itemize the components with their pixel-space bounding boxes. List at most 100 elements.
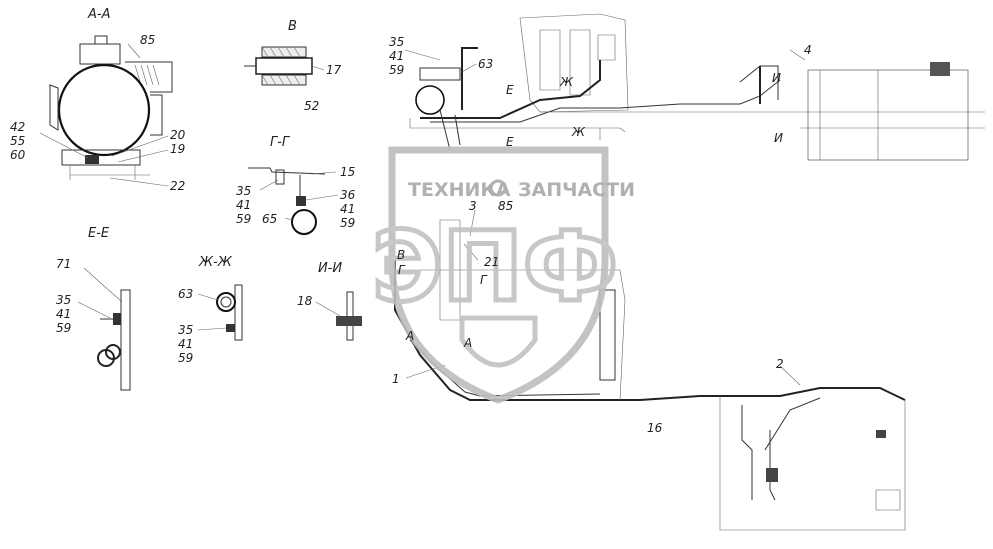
- aa-side-plate: [49, 84, 59, 131]
- section-aa-title: А-А: [87, 7, 110, 22]
- fuel-tank: [807, 69, 969, 161]
- label-18: 18: [297, 294, 313, 308]
- marker-zh-upper: Ж: [559, 75, 574, 89]
- ee-plate: [120, 289, 131, 391]
- gg-nut: [296, 196, 306, 206]
- ee-leader-35: [77, 301, 111, 319]
- ee-leader-71: [83, 267, 123, 303]
- ii-clamp: [336, 316, 362, 326]
- label-59: 59: [178, 351, 193, 365]
- gg-bolt-left: [275, 169, 285, 185]
- label-60: 60: [10, 148, 26, 162]
- marker-v: В: [397, 248, 405, 262]
- aa-cap: [94, 35, 108, 45]
- engine-outline: [410, 269, 626, 401]
- aa-bracket-top: [79, 43, 121, 65]
- aa-arm: [125, 61, 173, 93]
- marker-e-upper: Е: [506, 83, 514, 97]
- label-3: 3: [469, 199, 477, 213]
- label-41: 41: [340, 202, 355, 216]
- section-gg: Г-Г 15 35 41 59 36 41 59 65: [236, 135, 356, 235]
- watermark-line1: ТЕХНИКА: [408, 179, 511, 201]
- v-leader-17: [311, 65, 325, 71]
- main-leader-63: [461, 63, 477, 73]
- section-zhzh-title: Ж-Ж: [198, 255, 233, 270]
- gg-pipe: [291, 209, 317, 235]
- label-22: 22: [170, 179, 185, 193]
- aa-side-plate-right: [150, 94, 163, 136]
- aa-tank: [57, 63, 151, 157]
- aa-leader-85: [127, 43, 141, 59]
- label-65: 65: [262, 212, 277, 226]
- label-59: 59: [236, 212, 251, 226]
- gg-strip: [248, 167, 326, 175]
- watermark-wheat-icon: [459, 315, 538, 368]
- label-85: 85: [140, 33, 155, 47]
- watermark-logo: ЭПФ: [372, 211, 618, 323]
- gg-leader-15: [311, 171, 337, 175]
- rear-clamp: [766, 468, 778, 482]
- label-55: 55: [10, 134, 25, 148]
- aa-leader-19: [117, 149, 169, 163]
- rear-block: [875, 489, 901, 511]
- section-gg-title: Г-Г: [270, 135, 291, 150]
- section-aa: А-А 85 42 55 60 20 19 22: [10, 7, 186, 193]
- cab-details: [539, 29, 616, 96]
- frame-rail-upper: [409, 118, 626, 140]
- zh-leader-63: [197, 293, 219, 301]
- main-labels: 35 41 59 63 4 3 85 21 2 1 16 Е Е Ж Ж И И…: [389, 35, 812, 435]
- marker-g-right: Г: [480, 273, 488, 287]
- label-41: 41: [178, 337, 193, 351]
- section-ee: Е-Е 71 35 41 59: [56, 226, 131, 391]
- zh-pipe-inner: [220, 296, 232, 308]
- tank-cap: [930, 62, 950, 76]
- aa-clamp: [85, 155, 99, 164]
- label-16: 16: [647, 421, 663, 435]
- watermark-shield: [388, 146, 609, 404]
- label-35: 35: [389, 35, 404, 49]
- filter: [415, 85, 445, 115]
- cab-outline: [519, 13, 629, 113]
- rear-fitting: [876, 430, 886, 438]
- label-35: 35: [236, 184, 251, 198]
- aa-base: [61, 149, 141, 166]
- label-36: 36: [340, 188, 356, 202]
- label-59: 59: [340, 216, 355, 230]
- zh-pipe: [216, 292, 236, 312]
- marker-i-lower: И: [774, 131, 783, 145]
- watermark-gear-icon: [489, 179, 507, 197]
- fuel-line-upper: [420, 60, 601, 119]
- label-63: 63: [478, 57, 493, 71]
- marker-g-left: Г: [398, 263, 406, 277]
- label-35: 35: [178, 323, 193, 337]
- pump-body: [599, 289, 616, 381]
- label-20: 20: [170, 128, 186, 142]
- section-ii: И-И 18: [297, 261, 362, 341]
- label-15: 15: [340, 165, 355, 179]
- label-71: 71: [56, 257, 71, 271]
- marker-a-right: А: [463, 336, 472, 350]
- gg-leader-36: [305, 194, 339, 201]
- main-leader-2: [779, 365, 801, 386]
- zh-leader-35: [197, 327, 227, 331]
- ii-leader-18: [315, 301, 341, 317]
- label-2: 2: [776, 357, 784, 371]
- main-leader-3: [469, 209, 476, 237]
- label-85: 85: [498, 199, 513, 213]
- tank-bracket: [739, 65, 779, 100]
- label-1: 1: [392, 372, 400, 386]
- marker-zh-lower: Ж: [571, 125, 586, 139]
- label-41: 41: [389, 49, 404, 63]
- v-hose: [255, 57, 313, 75]
- section-zhzh: Ж-Ж 63 35 41 59: [178, 255, 243, 365]
- main-leader-21: [463, 243, 479, 261]
- label-41: 41: [236, 198, 251, 212]
- rear-pipe-1: [741, 405, 753, 500]
- marker-e-lower: Е: [506, 135, 514, 149]
- gg-leader-65: [284, 217, 293, 221]
- zh-bolt: [226, 324, 235, 332]
- zh-plate: [234, 284, 243, 341]
- label-63: 63: [178, 287, 193, 301]
- label-59: 59: [56, 321, 71, 335]
- label-21: 21: [484, 255, 499, 269]
